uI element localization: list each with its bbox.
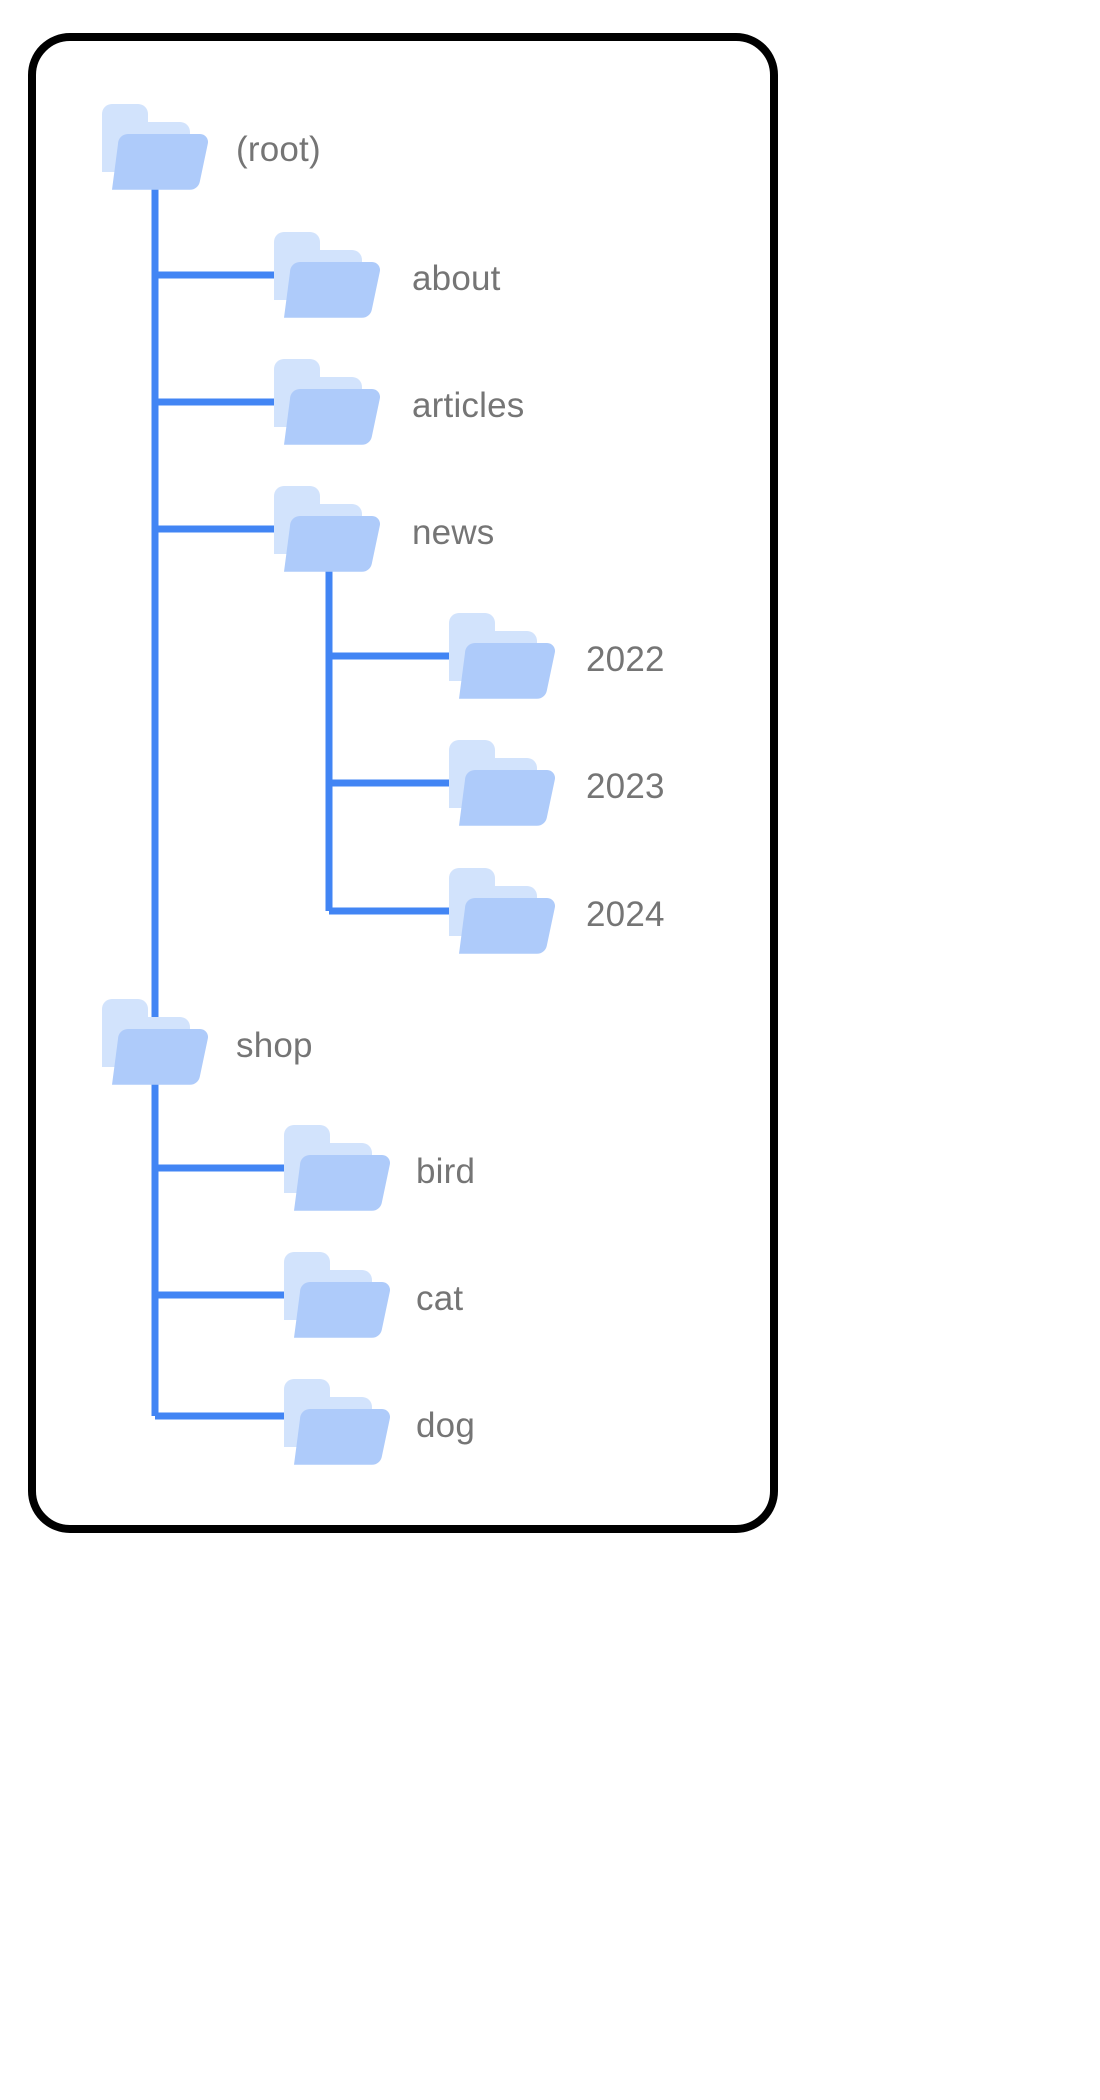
diagram-frame: [28, 33, 778, 1533]
tree-node-label-2024: 2024: [586, 895, 665, 934]
tree-node-label-2023: 2023: [586, 767, 665, 806]
tree-node-label-cat: cat: [416, 1279, 464, 1318]
tree-node-label-news: news: [412, 513, 495, 552]
tree-node-label-dog: dog: [416, 1406, 475, 1445]
tree-node-label-shop: shop: [236, 1026, 313, 1065]
tree-node-label-2022: 2022: [586, 640, 665, 679]
tree-node-label-articles: articles: [412, 386, 525, 425]
tree-node-label-bird: bird: [416, 1152, 476, 1191]
tree-node-label-about: about: [412, 259, 501, 298]
tree-node-label-root: (root): [236, 130, 321, 169]
